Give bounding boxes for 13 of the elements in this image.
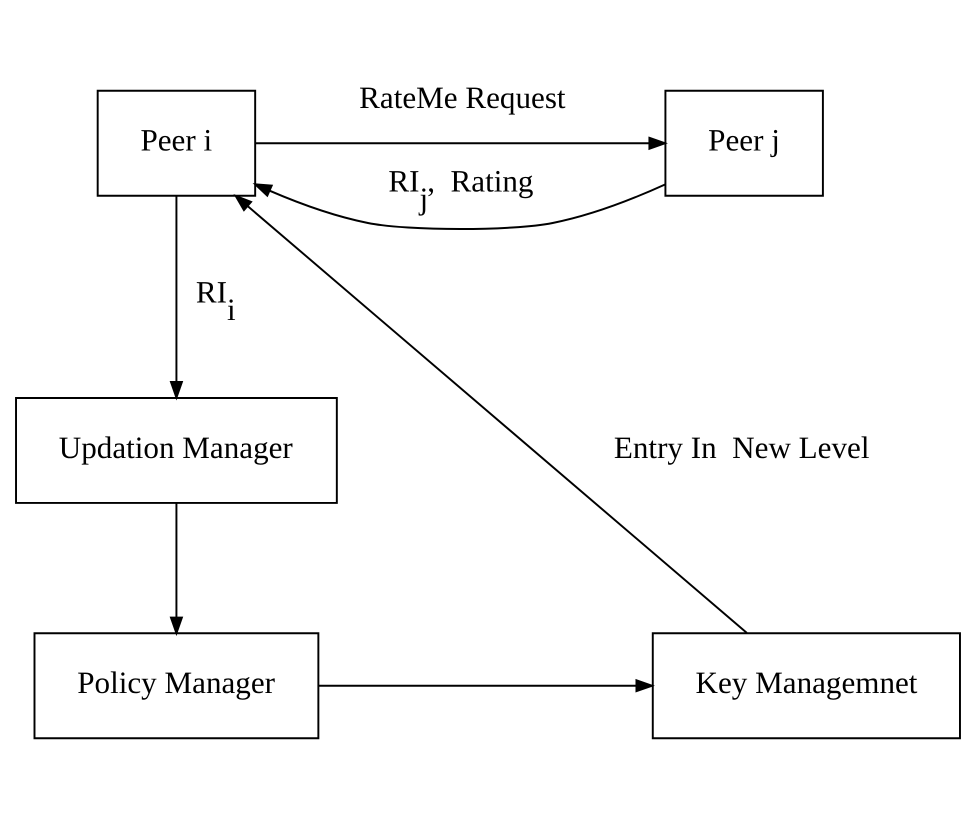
node-box: Policy Manager <box>34 632 320 739</box>
arrow <box>318 678 655 692</box>
arrow <box>170 502 184 636</box>
arrow <box>233 193 748 634</box>
node-box: Peer j <box>664 89 824 196</box>
edge-label: Entry In New Level <box>614 429 870 464</box>
node-box: Updation Manager <box>15 396 338 504</box>
node-box: Key Managemnet <box>652 632 961 739</box>
arrow <box>252 182 666 230</box>
edge-label: RateMe Request <box>359 79 566 114</box>
node-box: Peer i <box>96 89 256 196</box>
arrow <box>255 136 668 150</box>
arrow <box>170 195 184 400</box>
